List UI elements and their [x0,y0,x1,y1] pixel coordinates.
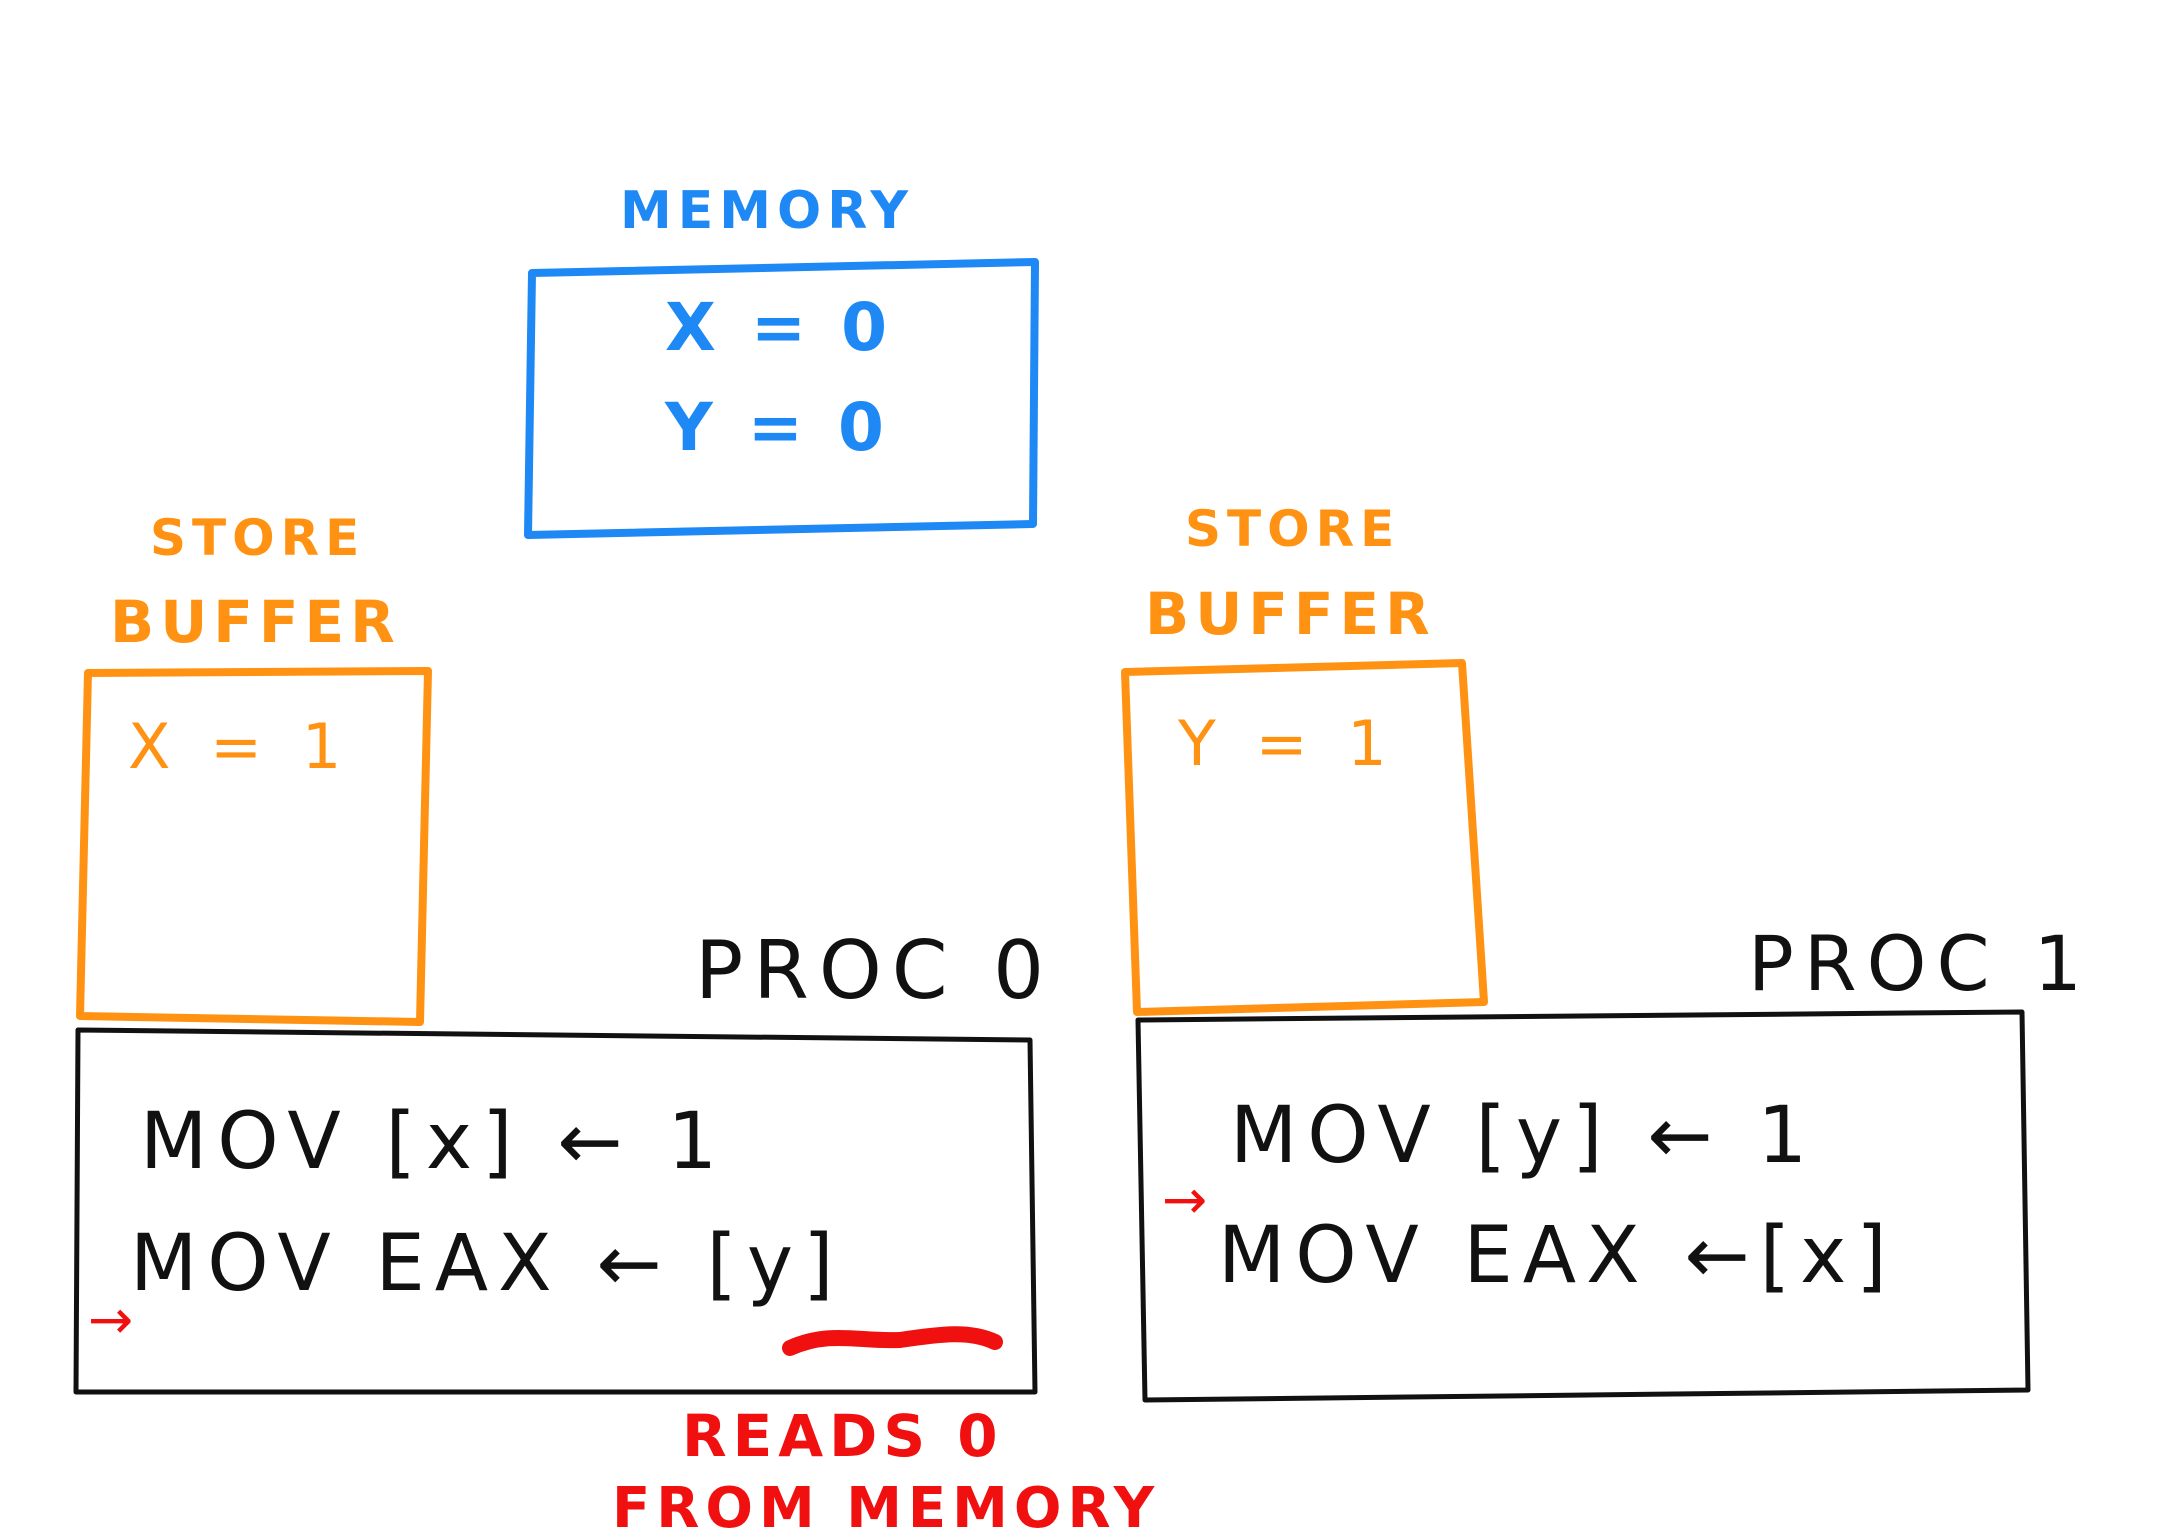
proc-0-title: PROC 0 [695,924,1054,1017]
proc-1-title: PROC 1 [1748,919,2092,1008]
proc-1-instr-1: MOV [y] ← 1 [1230,1091,1817,1181]
read-underline [782,1326,1003,1356]
proc-1-box [1135,1009,2031,1403]
proc-1-instruction-pointer: → [1162,1168,1207,1231]
read-annotation: READS 0 FROM MEMORY [612,1402,1160,1540]
store-buffer-0-box [76,667,432,1026]
store-buffer-1: STORE BUFFER Y = 1 [1121,500,1488,1016]
memory-box [524,258,1039,539]
store-buffer-0-entry: X = 1 [128,710,351,783]
proc-0: PROC 0 MOV [x] ← 1 MOV EAX ← [y] → [73,924,1054,1395]
proc-0-instr-1: MOV [x] ← 1 [140,1097,727,1187]
store-buffer-0-title-line1: STORE [150,509,365,567]
store-buffer-0: STORE BUFFER X = 1 [76,509,432,1026]
store-buffer-1-box [1121,659,1488,1016]
store-buffer-1-title-line2: BUFFER [1145,580,1436,648]
annotation-line-1: READS 0 [682,1402,1004,1470]
store-buffer-1-title-line1: STORE [1185,500,1400,558]
memory-line-y: Y = 0 [664,389,890,466]
annotation-line-2: FROM MEMORY [612,1476,1160,1540]
memory-group: MEMORY X = 0 Y = 0 [524,181,1039,539]
proc-0-box [73,1027,1038,1395]
proc-1-instr-2: MOV EAX ←[x] [1218,1211,1897,1301]
proc-0-instruction-pointer: → [88,1288,133,1351]
memory-line-x: X = 0 [665,289,893,366]
memory-title: MEMORY [620,181,914,241]
proc-1: PROC 1 MOV [y] ← 1 MOV EAX ←[x] → [1135,919,2092,1403]
store-buffer-1-entry: Y = 1 [1177,707,1397,780]
store-buffer-0-title-line2: BUFFER [110,588,401,656]
proc-0-instr-2: MOV EAX ← [y] [130,1219,844,1309]
